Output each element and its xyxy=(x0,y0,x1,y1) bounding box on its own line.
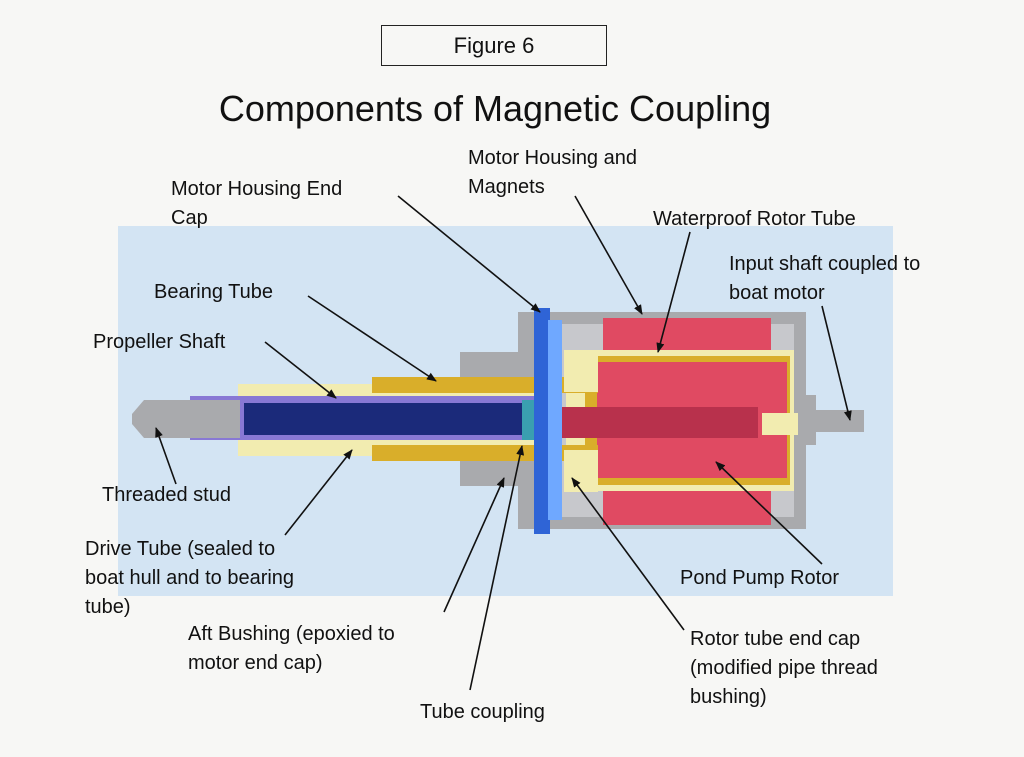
input-shaft xyxy=(806,410,864,432)
diagram-title: Components of Magnetic Coupling xyxy=(218,88,772,129)
input-shaft-collar xyxy=(794,395,816,445)
label-propeller-shaft: Propeller Shaft xyxy=(93,331,226,353)
threaded-stud xyxy=(132,400,240,438)
propeller-shaft xyxy=(244,403,534,435)
leader-tube-coupling xyxy=(469,445,525,691)
magnet-top xyxy=(603,318,771,355)
label-threaded-stud: Threaded stud xyxy=(102,484,231,506)
label-rotor-tube-end-cap: Rotor tube end cap (modified pipe thread… xyxy=(690,628,878,708)
leader-rotor-tube xyxy=(656,231,691,353)
leader-end-cap xyxy=(397,195,541,313)
label-drive-tube: Drive Tube (sealed to boat hull and to b… xyxy=(85,538,295,618)
end-cap-dark xyxy=(534,308,550,534)
label-bearing-tube: Bearing Tube xyxy=(154,281,273,303)
leader-input-shaft xyxy=(821,305,852,421)
leader-threaded-stud xyxy=(155,427,177,485)
label-motor-housing-magnets: Motor Housing and Magnets xyxy=(468,147,637,198)
figure-label-box: Figure 6 xyxy=(381,25,607,66)
magnet-bottom xyxy=(603,487,771,525)
label-motor-housing-end-cap: Motor Housing End Cap xyxy=(171,178,343,229)
leader-propeller-shaft xyxy=(264,341,337,399)
leader-bearing-tube xyxy=(307,295,437,382)
label-input-shaft: Input shaft coupled to boat motor xyxy=(729,253,921,304)
input-shaft-yellow xyxy=(762,413,798,435)
figure-label: Figure 6 xyxy=(453,32,535,58)
leader-aft-bushing xyxy=(443,477,505,613)
label-tube-coupling: Tube coupling xyxy=(420,701,545,723)
label-aft-bushing: Aft Bushing (epoxied to motor end cap) xyxy=(188,623,395,674)
rotor-end-cap-bottom xyxy=(564,450,598,492)
leader-drive-tube xyxy=(284,449,353,536)
leader-rotor-end-cap xyxy=(571,477,685,631)
rotor-core-shadow xyxy=(548,407,758,438)
end-cap-light xyxy=(548,320,562,520)
leader-pond-pump-rotor xyxy=(715,461,823,565)
leader-housing-magnets xyxy=(574,195,643,315)
rotor-end-cap-top xyxy=(564,350,598,392)
label-waterproof-rotor-tube: Waterproof Rotor Tube xyxy=(653,208,856,230)
label-pond-pump-rotor: Pond Pump Rotor xyxy=(680,567,839,589)
